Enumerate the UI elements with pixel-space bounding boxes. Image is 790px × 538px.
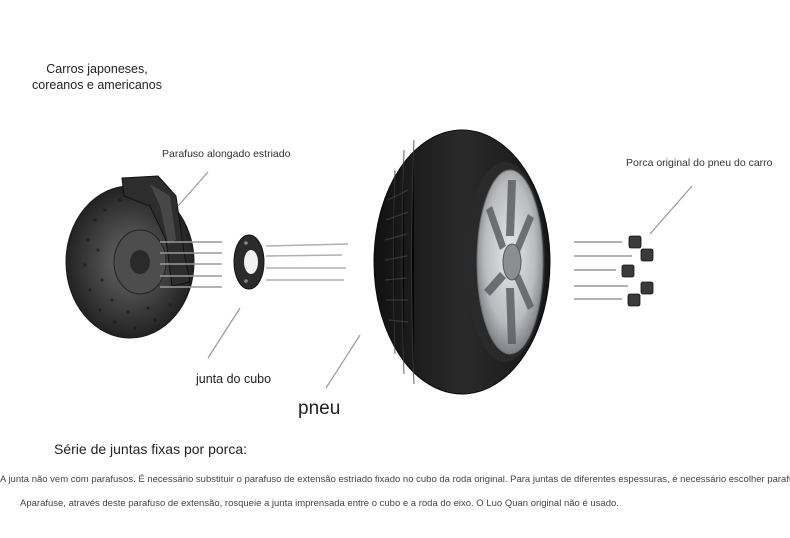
hub-spacer-label: junta do cubo	[196, 372, 272, 386]
lug-bolts	[574, 241, 632, 300]
hub-spacer	[233, 234, 265, 290]
lug-nuts	[621, 235, 654, 307]
bolt-label: Parafuso alongado estriado	[162, 148, 291, 160]
brake-caliper	[121, 175, 191, 287]
leader-lines	[177, 171, 693, 389]
note-line-1: A junta não vem com parafusos. É necessá…	[0, 474, 790, 485]
diagram-title: Carros japoneses, coreanos e americanos	[32, 62, 162, 92]
wheel-rim	[476, 169, 544, 355]
extended-bolts	[265, 243, 349, 281]
hub-studs	[160, 241, 222, 288]
series-title: Série de juntas fixas por porca:	[54, 441, 247, 457]
nut-label: Porca original do pneu do carro	[626, 157, 773, 169]
tire-label: pneu	[298, 398, 341, 419]
note-line-2: Aparafuse, através deste parafuso de ext…	[20, 498, 619, 509]
